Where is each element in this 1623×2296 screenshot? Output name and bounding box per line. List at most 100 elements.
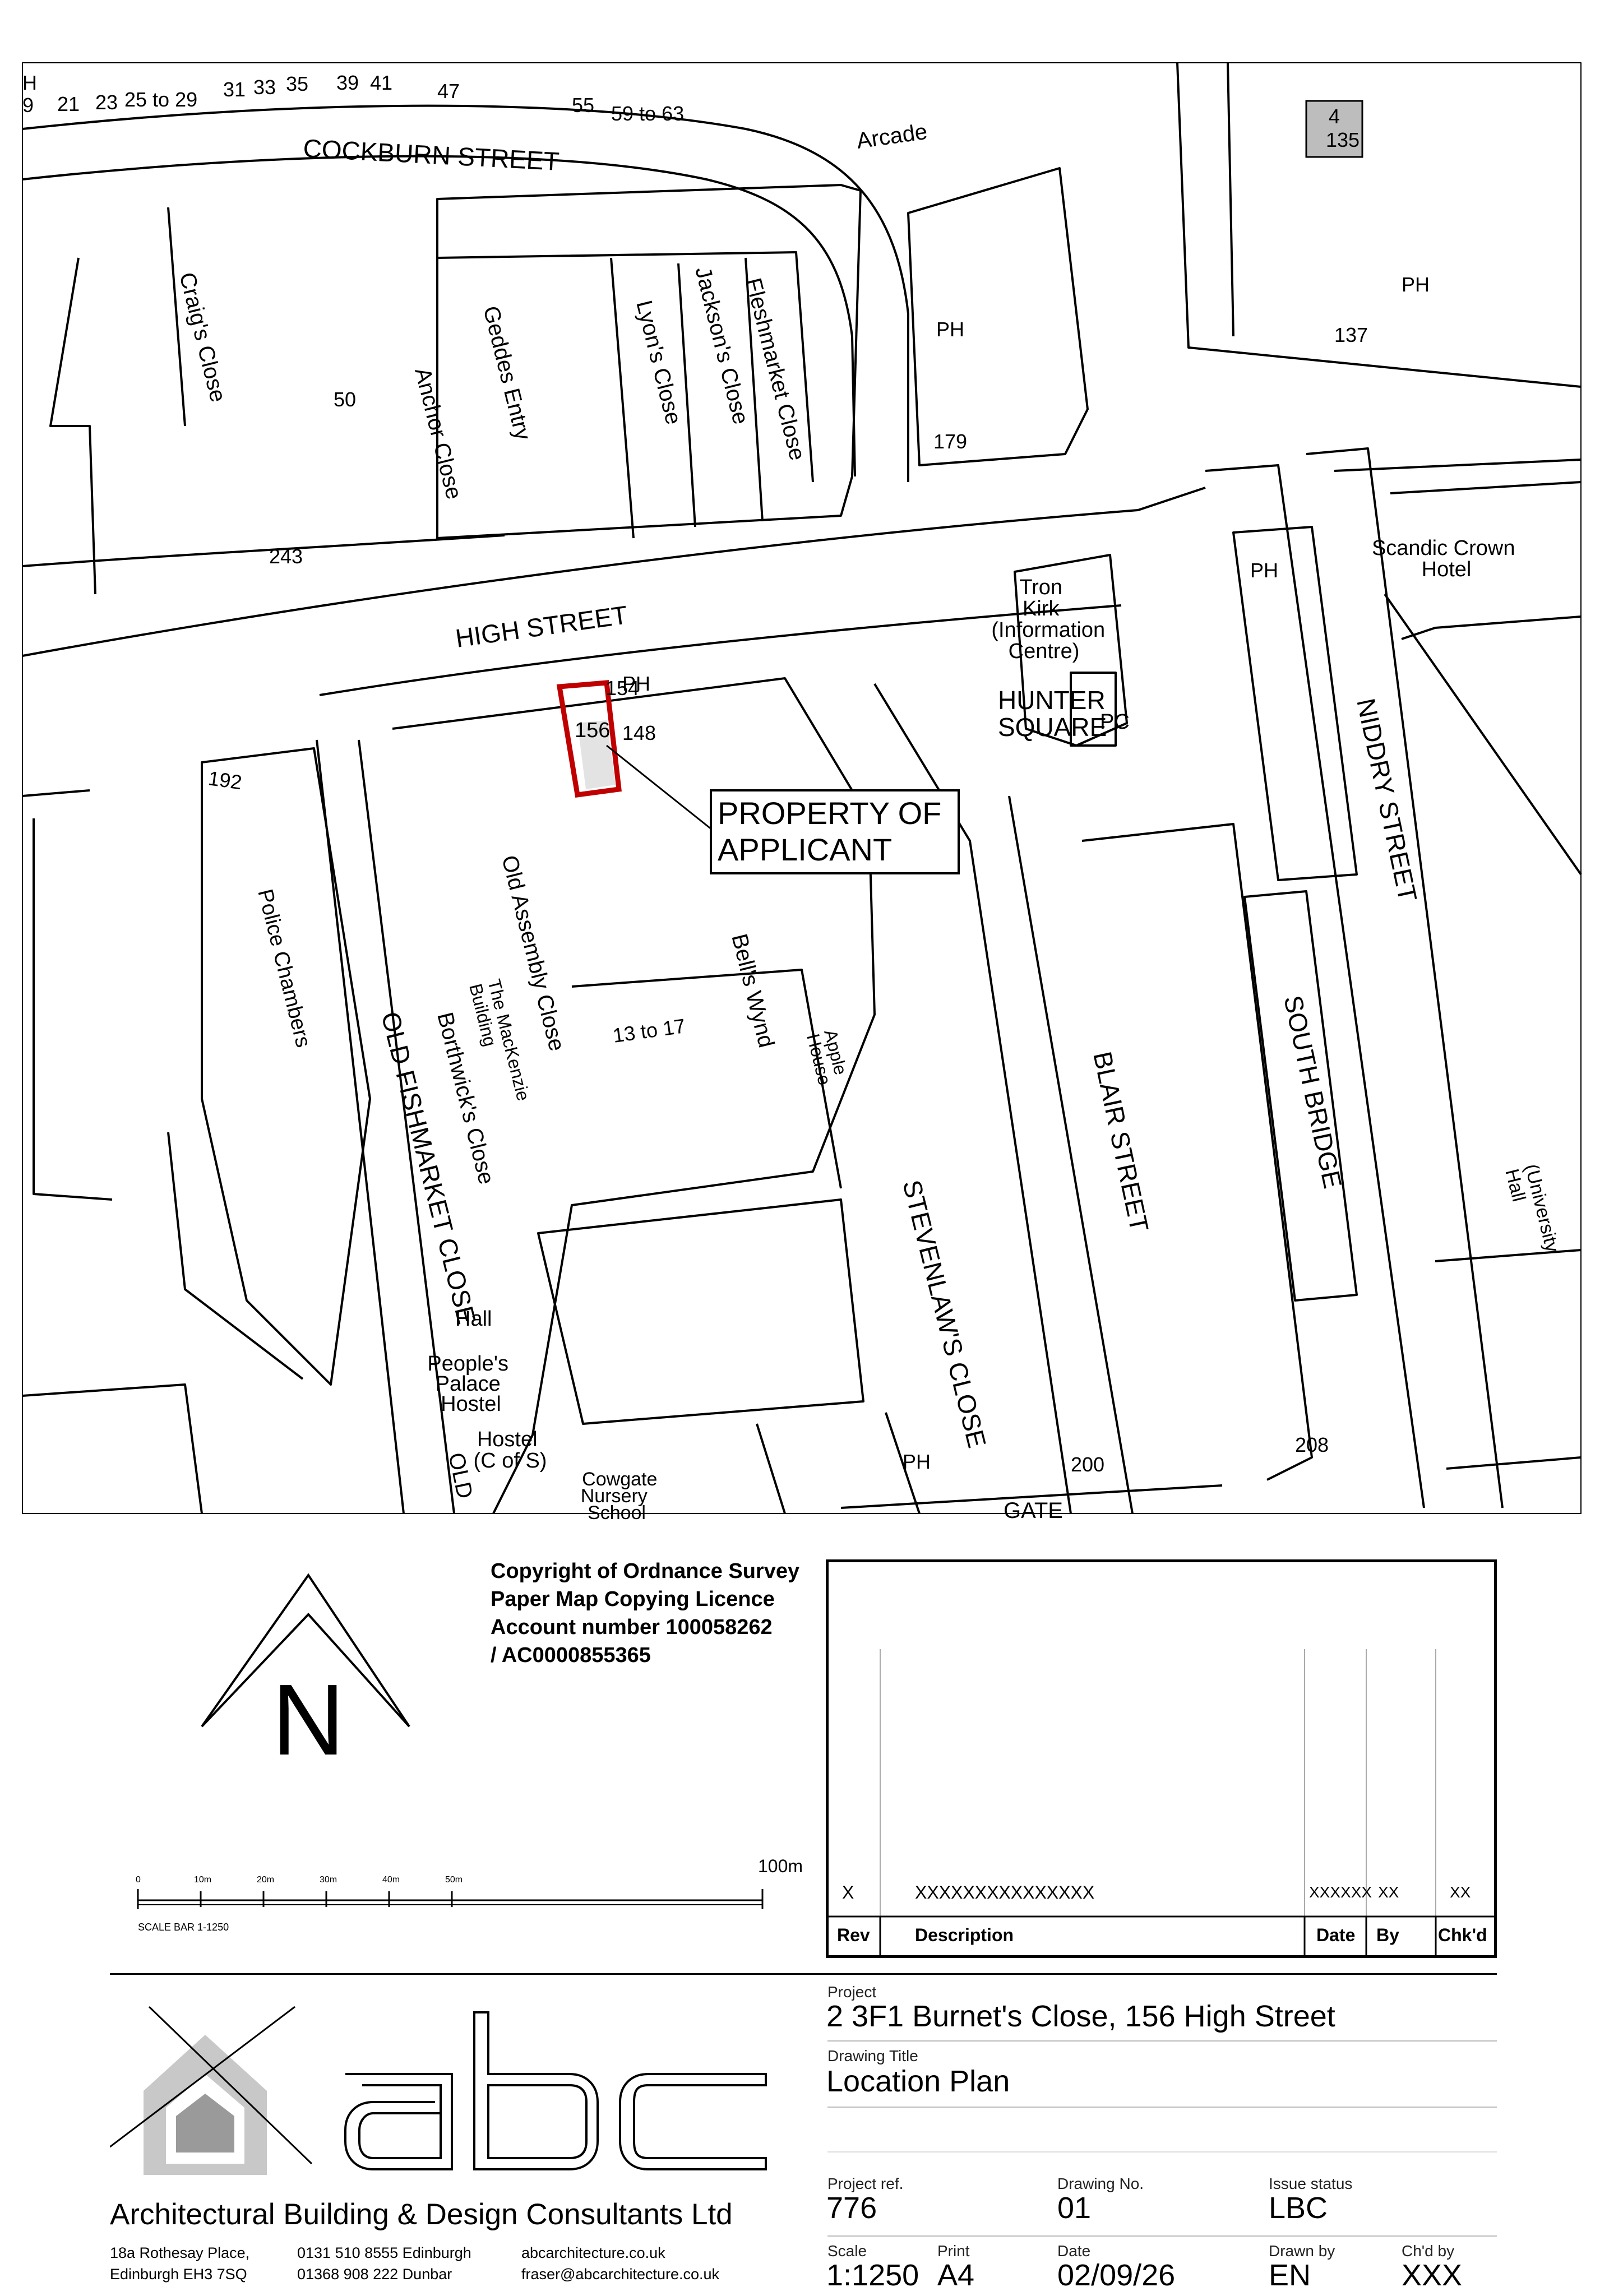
north-letter: N <box>272 1664 345 1771</box>
os-copyright: Copyright of Ordnance Survey Paper Map C… <box>491 1557 838 1669</box>
high-street-label: HIGH STREET <box>454 600 629 653</box>
date-label: Date <box>1057 2242 1091 2260</box>
nursery-line3: School <box>588 1502 646 1524</box>
scale-tick-0: 0 <box>136 1875 141 1885</box>
tron-kirk-line4: Centre) <box>1009 640 1080 663</box>
phone-edinburgh: 0131 510 8555 Edinburgh <box>297 2244 471 2261</box>
number-47: 47 <box>437 80 460 103</box>
hunter-square-label: HUNTER SQUARE <box>998 686 1112 742</box>
peoples-palace-label: People's Palace Hostel <box>427 1352 514 1416</box>
hostel-cofs-line1: Hostel <box>477 1428 538 1451</box>
print-value: A4 <box>937 2258 975 2292</box>
drawing-title-label: Drawing Title <box>827 2047 918 2064</box>
project-ref: 776 <box>826 2191 877 2225</box>
number-25-29: 25 to 29 <box>124 88 197 111</box>
title-block-top-rule <box>110 1973 1497 1975</box>
tron-kirk-line3: (Information <box>991 618 1105 642</box>
hostel-cofs-line2: (C of S) <box>474 1449 547 1473</box>
number-39: 39 <box>336 71 359 94</box>
apple-house-label: Apple House <box>803 1027 852 1087</box>
drawing-no-label: Drawing No. <box>1057 2175 1144 2192</box>
pc-label: PC <box>1100 710 1130 734</box>
old-partial-label: OLD <box>443 1451 477 1501</box>
rev-header-date: Date <box>1316 1925 1356 1945</box>
geddes-entry-label: Geddes Entry <box>478 304 535 443</box>
peoples-palace-line2: Palace <box>436 1372 501 1396</box>
rev-row-by: XX <box>1378 1883 1399 1901</box>
address-line-2: Edinburgh EH3 7SQ <box>110 2266 247 2283</box>
applicant-callout: PROPERTY OF APPLICANT <box>710 789 960 874</box>
number-4: 4 <box>1329 105 1340 128</box>
callout-line2: APPLICANT <box>718 832 892 867</box>
copyright-line-4: / AC0000855365 <box>491 1644 651 1667</box>
rule-3 <box>827 2151 1497 2152</box>
scale-label: Scale <box>827 2242 867 2260</box>
bells-wynd-label: Bell's Wynd <box>727 932 779 1050</box>
peoples-palace-line1: People's <box>427 1352 508 1376</box>
number-192: 192 <box>207 766 243 794</box>
scandic-line1: Scandic Crown <box>1372 536 1515 560</box>
firm-address: 18a Rothesay Place, Edinburgh EH3 7SQ <box>110 2242 249 2285</box>
rev-header-chkd: Chk'd <box>1438 1925 1487 1945</box>
drawing-title: Location Plan <box>826 2064 1010 2098</box>
hostel-cofs-label: Hostel (C of S) <box>474 1428 547 1473</box>
hall-label: Hall <box>455 1307 492 1331</box>
rule-1 <box>827 2040 1497 2042</box>
stevenlaws-close-label: STEVENLAW'S CLOSE <box>897 1177 992 1451</box>
number-154: 154 <box>605 677 639 700</box>
issue-status-label: Issue status <box>1269 2175 1353 2192</box>
scale-tick-40: 40m <box>382 1875 400 1885</box>
project-name: 2 3F1 Burnet's Close, 156 High Street <box>826 1999 1335 2033</box>
number-156: 156 <box>575 719 610 742</box>
scandic-hotel-label: Scandic Crown Hotel <box>1372 536 1521 581</box>
rev-row-rev: X <box>842 1882 854 1902</box>
phone-dunbar: 01368 908 222 Dunbar <box>297 2266 452 2283</box>
firm-phones: 0131 510 8555 Edinburgh 01368 908 222 Du… <box>297 2242 471 2285</box>
scale-value: 1:1250 <box>826 2258 919 2292</box>
rule-2 <box>827 2107 1497 2108</box>
number-13-17: 13 to 17 <box>611 1014 687 1047</box>
university-hall-line1: (University <box>1520 1162 1563 1255</box>
number-179: 179 <box>933 430 967 453</box>
rule-4 <box>827 2235 1497 2237</box>
number-41: 41 <box>370 71 392 94</box>
firm-website[interactable]: abcarchitecture.co.uk <box>521 2244 665 2261</box>
peoples-palace-line3: Hostel <box>441 1392 501 1416</box>
chd-by-label: Ch'd by <box>1402 2242 1455 2260</box>
print-label: Print <box>937 2242 970 2260</box>
lyons-close-label: Lyon's Close <box>631 298 686 427</box>
blair-street-label: BLAIR STREET <box>1088 1049 1154 1234</box>
number-245-249: 243 <box>269 545 303 568</box>
scandic-line2: Hotel <box>1422 558 1472 581</box>
drawn-by-label: Drawn by <box>1269 2242 1335 2260</box>
copyright-line-2: Paper Map Copying Licence <box>491 1587 775 1611</box>
address-line-1: 18a Rothesay Place, <box>110 2244 250 2261</box>
number-35: 35 <box>286 72 308 95</box>
number-h: H <box>22 71 37 94</box>
police-chambers-label: Police Chambers <box>253 887 315 1050</box>
south-bridge-label: SOUTH BRIDGE <box>1278 993 1348 1191</box>
location-map: COCKBURN STREET HIGH STREET HUNTER SQUAR… <box>22 62 1582 1524</box>
number-31: 31 <box>223 78 246 101</box>
ph-label-3: PH <box>1402 273 1430 296</box>
scale-tick-10: 10m <box>194 1875 211 1885</box>
revision-table <box>826 1559 1497 1958</box>
scale-caption: SCALE BAR 1-1250 <box>138 1922 229 1933</box>
tron-kirk-line1: Tron <box>1019 576 1062 599</box>
firm-email[interactable]: fraser@abcarchitecture.co.uk <box>521 2266 720 2283</box>
number-21: 21 <box>57 92 80 115</box>
firm-name: Architectural Building & Design Consulta… <box>110 2198 733 2231</box>
ph-label-5: PH <box>903 1450 931 1473</box>
abc-wordmark <box>344 2011 767 2170</box>
number-59-63: 59 to 63 <box>611 102 684 125</box>
cockburn-street-label: COCKBURN STREET <box>302 133 560 176</box>
arcade-label: Arcade <box>855 119 929 154</box>
applicant-property-outline <box>556 680 622 798</box>
number-148: 148 <box>622 721 656 744</box>
number-137: 137 <box>1334 323 1368 346</box>
issue-status: LBC <box>1269 2191 1328 2225</box>
nursery-line1: Cowgate <box>582 1469 657 1490</box>
cowgate-nursery-label: Cowgate Nursery School <box>581 1469 663 1524</box>
rev-header-by: By <box>1376 1925 1399 1945</box>
ph-label-2: PH <box>936 318 964 341</box>
